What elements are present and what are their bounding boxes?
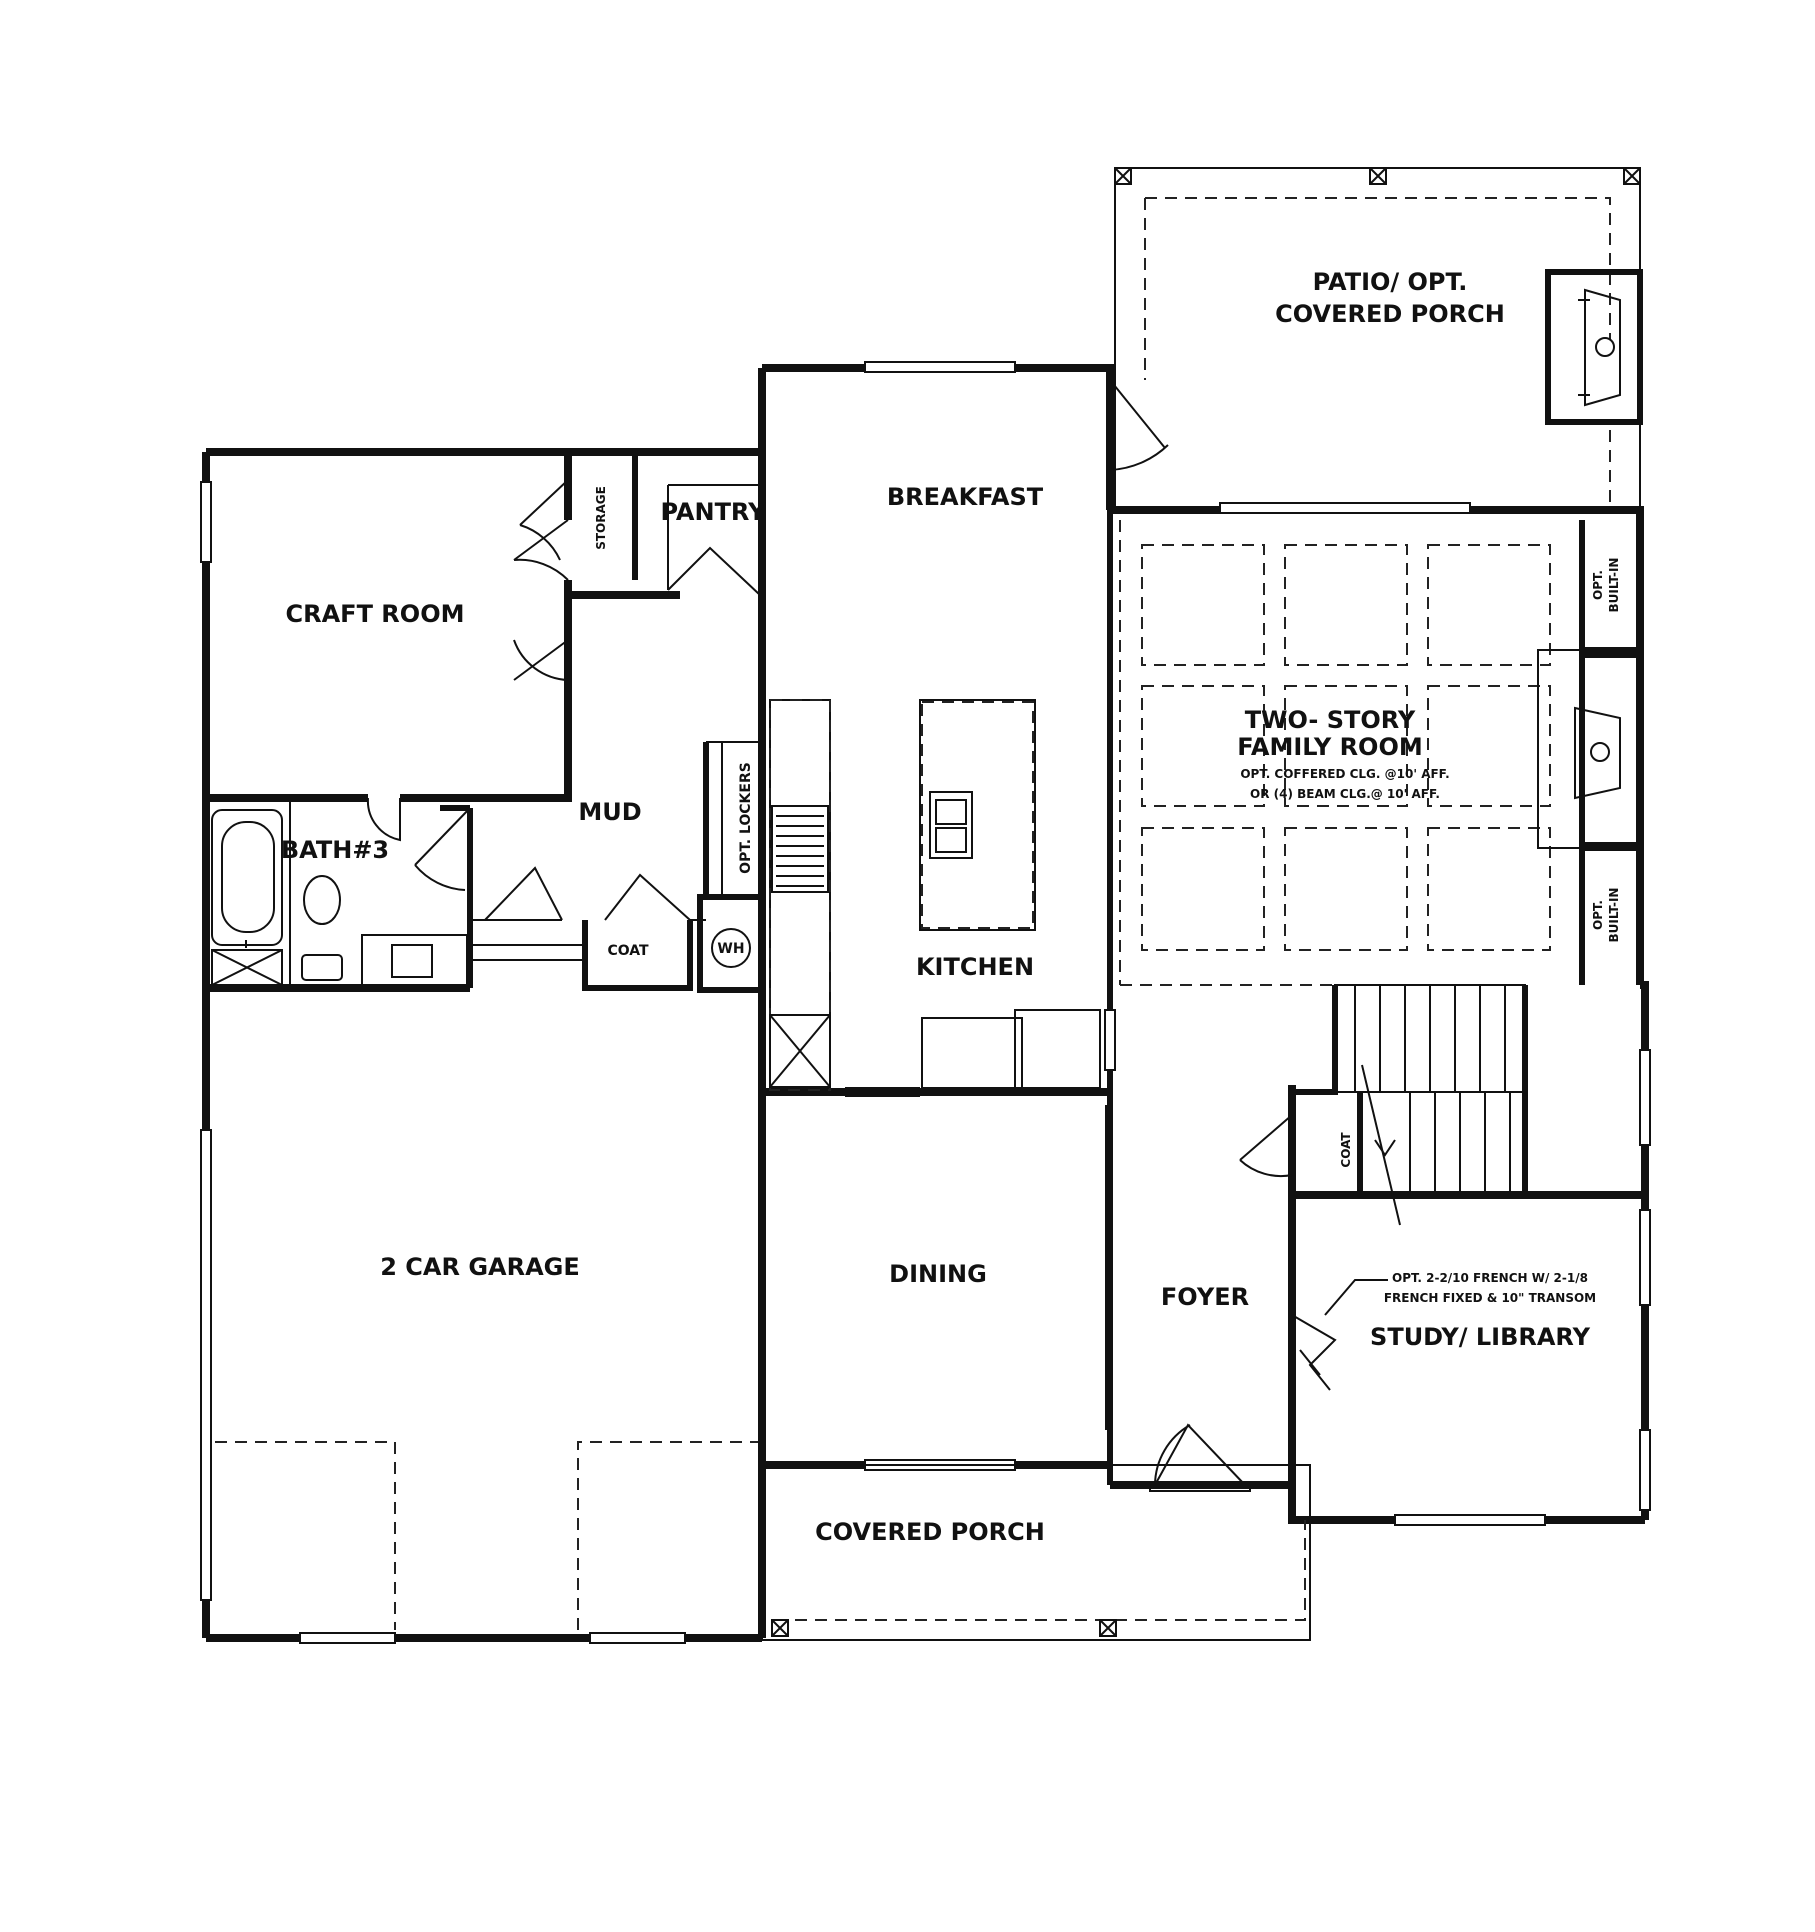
craft-room-label: CRAFT ROOM [286,600,465,628]
front-porch [761,1464,1311,1641]
foyer-label: FOYER [1161,1283,1249,1311]
dining-label: DINING [889,1260,987,1288]
lockers-label: OPT. LOCKERS [738,762,754,874]
storage-label: STORAGE [594,486,608,550]
kitchen-label: KITCHEN [916,953,1034,981]
coat-mud-label: COAT [607,943,649,959]
study-note-line1: OPT. 2-2/10 FRENCH W/ 2-1/8 [1392,1271,1588,1285]
study-label: STUDY/ LIBRARY [1370,1323,1591,1351]
room-labels: PATIO/ OPT. COVERED PORCH BREAKFAST PANT… [281,268,1621,1546]
bath-label: BATH#3 [281,836,389,864]
mud-room-label: MUD [578,798,641,826]
study-note-leader [1324,1279,1388,1316]
water-heater-label: WH [717,941,744,957]
breakfast-label: BREAKFAST [887,483,1044,511]
family-room-label-line1: TWO- STORY [1245,706,1416,734]
interior-walls [206,452,1640,1430]
coat-foyer-label: COAT [1339,1132,1353,1168]
builtin-bottom-line1: OPT. [1591,900,1605,930]
pantry-label: PANTRY [661,498,767,526]
kitchen-fixtures [769,699,1101,1096]
patio-label-line2: COVERED PORCH [1275,300,1505,328]
garage-label: 2 CAR GARAGE [380,1253,580,1281]
bath-fixtures [211,809,468,986]
garage-doors [215,1441,758,1630]
water-heater-icon [711,928,751,968]
builtin-bottom-line2: BUILT-IN [1607,888,1621,943]
builtin-top-line1: OPT. [1591,570,1605,600]
fireplace-icon [1537,649,1643,849]
covered-porch-label: COVERED PORCH [815,1518,1045,1546]
patio-area [1114,167,1643,509]
study-note-line2: FRENCH FIXED & 10" TRANSOM [1384,1291,1596,1305]
stairs [1334,984,1526,1226]
coffered-ceiling [1119,520,1551,985]
patio-label-line1: PATIO/ OPT. [1313,268,1468,296]
family-room-note2: OR (4) BEAM CLG.@ 10' AFF. [1250,787,1440,801]
family-room-label-line2: FAMILY ROOM [1237,733,1422,761]
windows [200,361,1651,1644]
builtin-top-line2: BUILT-IN [1607,558,1621,613]
family-room-note1: OPT. COFFERED CLG. @10' AFF. [1240,767,1449,781]
doors [366,379,1337,1492]
